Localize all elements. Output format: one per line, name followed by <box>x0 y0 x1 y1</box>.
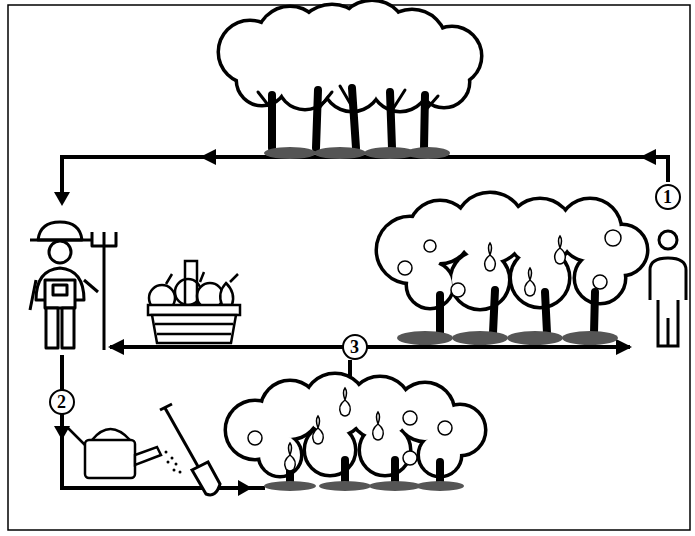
leg <box>62 308 74 348</box>
flow-line <box>110 345 630 349</box>
arrowhead <box>200 149 216 165</box>
fruit-trees <box>227 375 484 491</box>
branches <box>258 86 438 112</box>
trunks <box>440 290 595 333</box>
fruit-basket <box>148 261 240 343</box>
basket-handle <box>185 261 197 305</box>
fruit <box>220 283 233 305</box>
basket-rim <box>148 305 240 315</box>
person-figure <box>650 231 686 346</box>
pitchfork-handle <box>103 245 106 350</box>
pitchfork-tines <box>92 232 116 246</box>
basket-body <box>152 315 236 343</box>
torso <box>36 268 84 300</box>
fruits <box>398 230 621 297</box>
flow-line <box>62 157 668 200</box>
canopy-fill <box>227 375 484 475</box>
forest-trees <box>220 2 480 159</box>
fruits <box>248 388 452 471</box>
frame <box>8 5 690 530</box>
body <box>650 258 686 346</box>
ground-mounds <box>397 331 618 345</box>
arrowhead <box>238 480 252 496</box>
canopy-fill <box>378 194 646 308</box>
basket-weave <box>155 324 233 334</box>
arrowheads <box>54 149 656 496</box>
shovel <box>160 404 220 495</box>
head <box>659 231 677 249</box>
leg <box>46 308 58 348</box>
head <box>49 241 71 263</box>
ground-mounds <box>264 147 450 159</box>
flow-lines <box>62 157 668 488</box>
arrowhead <box>108 339 124 355</box>
arrowhead <box>616 339 632 355</box>
farmer-figure <box>30 222 116 350</box>
watering-can <box>67 427 161 478</box>
canopy-outline <box>227 375 484 475</box>
arrowhead <box>54 192 70 206</box>
arrowhead <box>640 149 656 165</box>
overalls <box>45 280 75 308</box>
trunks <box>272 88 425 148</box>
leaves <box>166 272 238 284</box>
callout-number: 1 <box>655 184 681 210</box>
pocket <box>53 285 67 295</box>
ground-mounds <box>264 481 464 491</box>
fruit-trees <box>378 194 646 345</box>
trunks <box>290 460 440 484</box>
arm <box>84 280 98 292</box>
callout-number: 3 <box>342 334 368 360</box>
arm <box>30 280 36 310</box>
hat <box>38 222 82 240</box>
water-drops <box>165 451 182 474</box>
canopy-outline <box>378 194 646 308</box>
callout-number: 2 <box>49 389 75 415</box>
